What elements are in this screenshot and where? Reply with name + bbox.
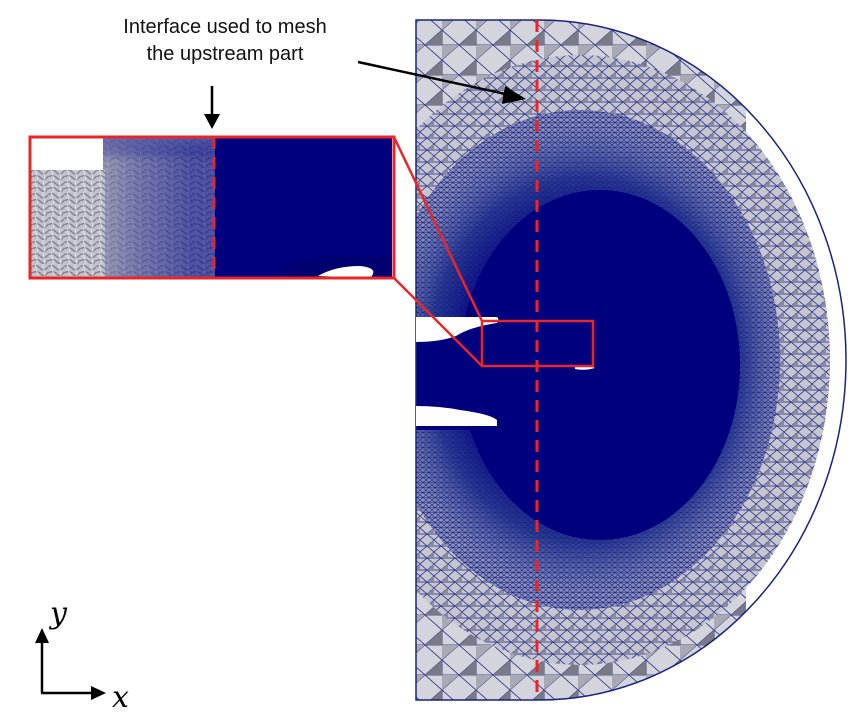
mesh-domain [416,20,830,700]
zoom-connector-bottom [393,277,483,367]
interface-annotation: Interface used to mesh the upstream part [60,14,390,68]
axes-indicator [35,628,106,700]
zoom-box [480,319,595,368]
inset-nozzle-lip [318,266,374,278]
annotation-line-2: the upstream part [146,43,304,65]
inset-frame [28,135,396,280]
domain-boundary [415,19,847,701]
arrow-icon [357,60,526,104]
down-arrow-icon [204,86,220,129]
nozzle-wall-top [416,317,499,342]
x-axis-label: x [112,680,129,715]
y-axis-label: y [50,596,67,631]
annotation-line-1: Interface used to mesh [123,16,327,38]
nozzle-wall-bottom [416,406,497,426]
zoom-connector-top [392,136,484,322]
inset-solid-region [30,137,103,170]
zoom-inset [30,137,392,278]
